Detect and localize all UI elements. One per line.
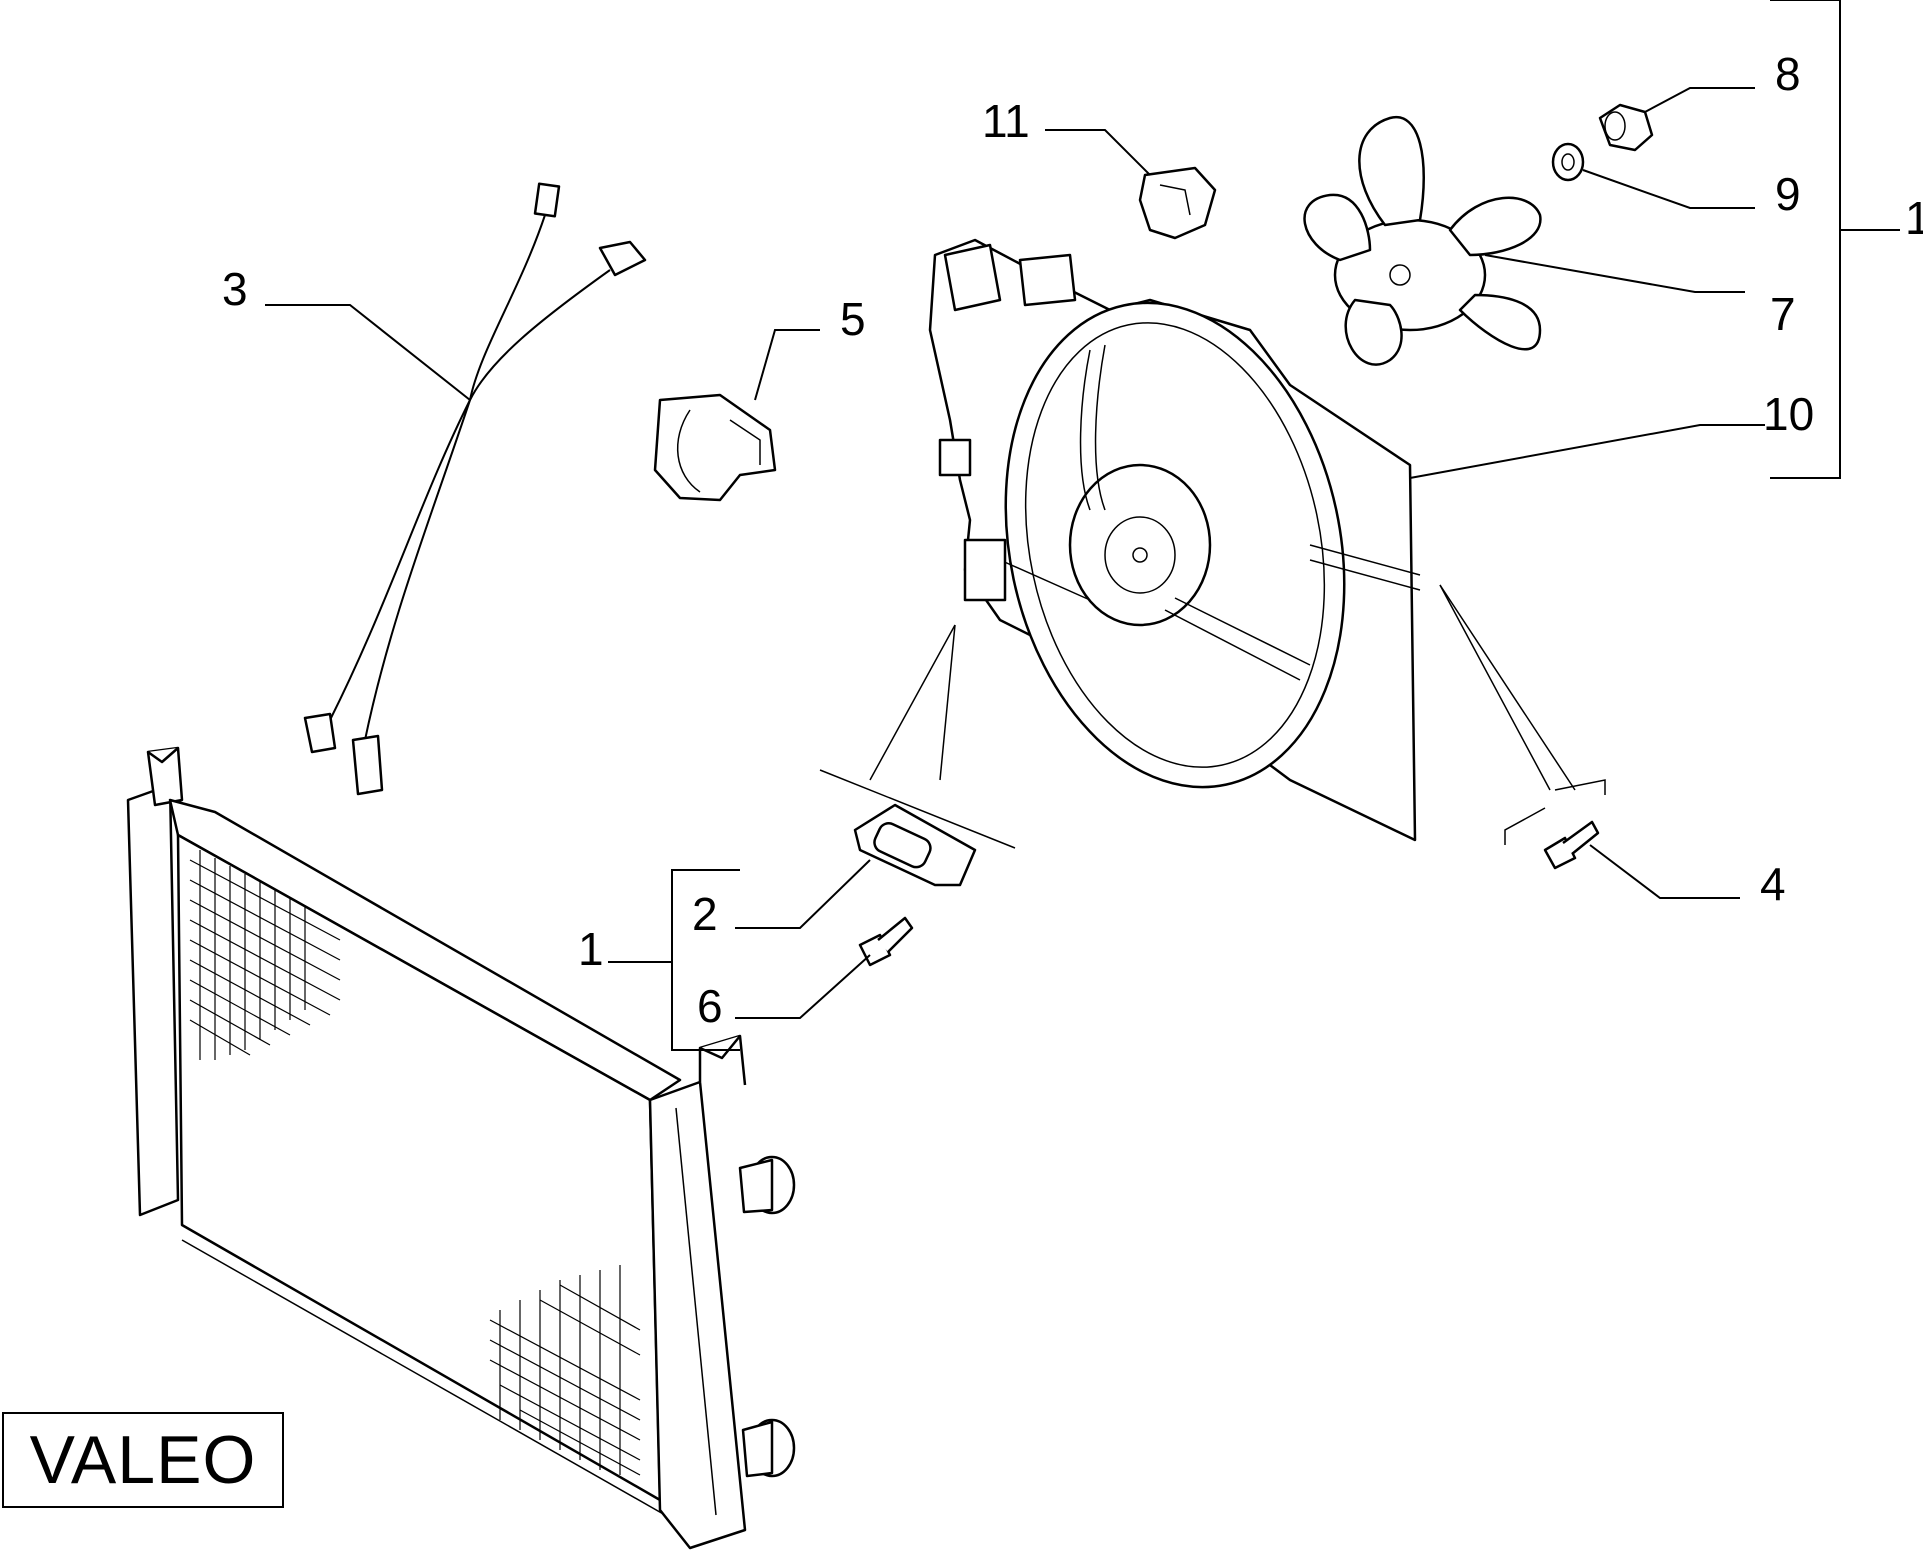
fan-blade (1303, 115, 1542, 366)
brand-box: VALEO (2, 1412, 284, 1508)
radiator (126, 746, 796, 1550)
callout-6: 6 (697, 980, 723, 1032)
callout-4: 4 (1760, 858, 1786, 910)
leader-lines (265, 0, 1900, 1051)
callout-1-left: 1 (578, 923, 604, 975)
clip-part-5 (653, 393, 777, 502)
brand-label: VALEO (29, 1422, 257, 1498)
bolt-part-4 (1439, 584, 1606, 870)
resistor-part-2 (819, 624, 1016, 887)
callout-11: 11 (982, 95, 1030, 147)
callout-1-right: 1 (1905, 192, 1923, 244)
callout-10: 10 (1763, 388, 1814, 440)
washer-part-9 (1551, 142, 1585, 182)
callout-5: 5 (840, 293, 866, 345)
callout-3: 3 (222, 263, 248, 315)
callout-9: 9 (1775, 168, 1801, 220)
connector-part-11 (1138, 166, 1217, 240)
core-mesh-lower (489, 1265, 641, 1476)
callout-8: 8 (1775, 48, 1801, 100)
wiring-harness (303, 182, 647, 796)
nut-part-8 (1598, 103, 1654, 152)
fan-shroud (928, 238, 1421, 842)
callout-labels: 3 5 11 8 9 7 10 1 4 2 1 6 (222, 48, 1923, 1032)
core-mesh-upper (189, 850, 341, 1060)
callout-7: 7 (1770, 288, 1796, 340)
callout-2: 2 (692, 888, 718, 940)
